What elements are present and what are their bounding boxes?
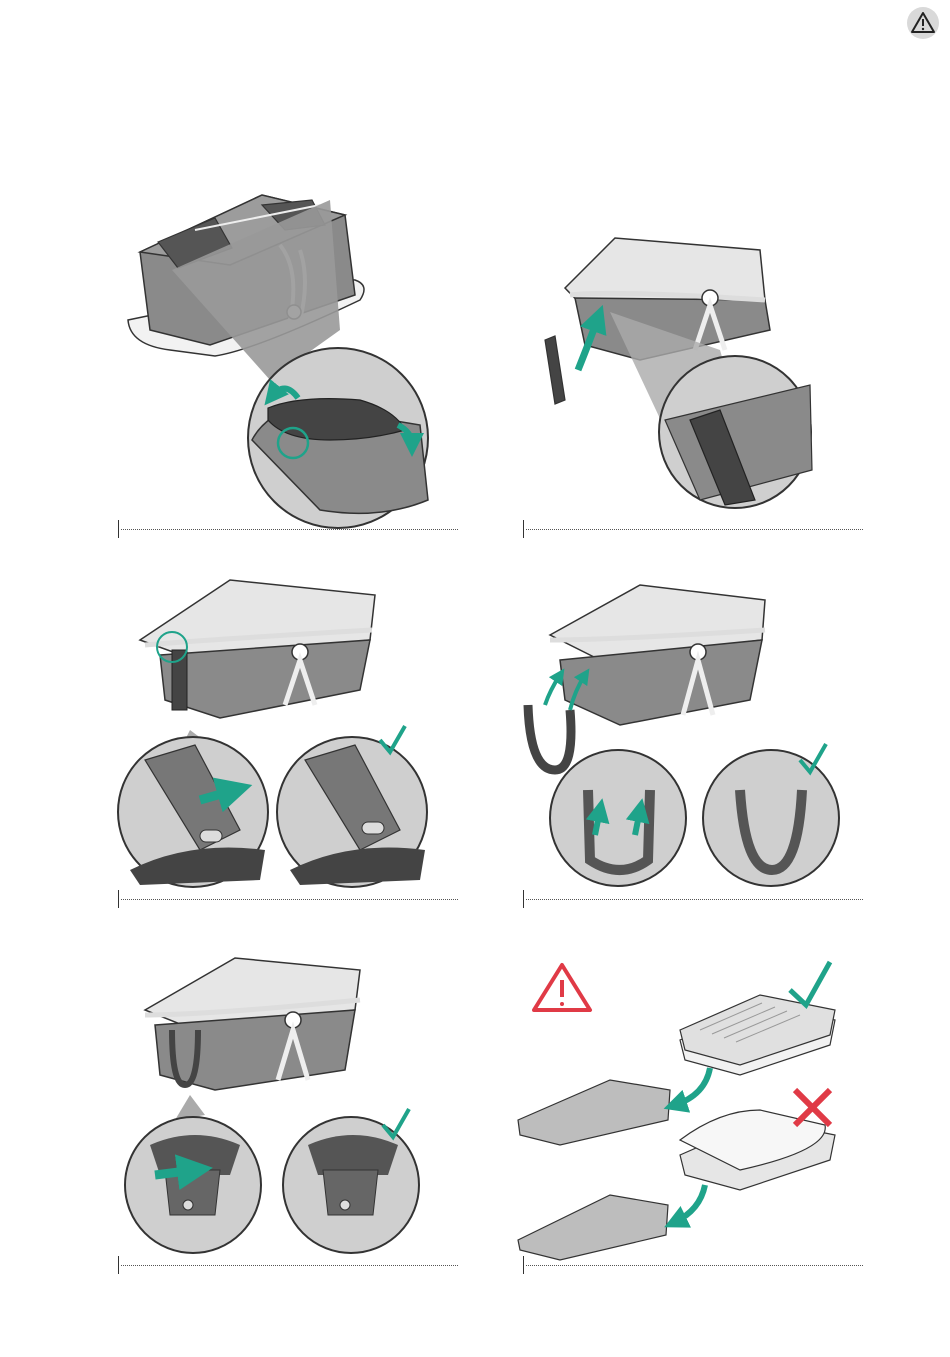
step-2-separator <box>523 520 863 538</box>
checkmark-icon <box>383 1109 409 1137</box>
step-5-illustration <box>125 958 419 1253</box>
step-4-illustration <box>528 585 839 886</box>
step-1-illustration <box>128 195 428 528</box>
step-3-illustration <box>118 580 427 887</box>
warning-triangle-icon <box>534 965 590 1010</box>
step-2-illustration <box>545 238 812 508</box>
mattress-correct <box>680 962 835 1075</box>
checkmark-icon <box>790 962 830 1005</box>
mattress-incorrect <box>680 1090 835 1190</box>
step-6-illustration <box>518 962 835 1260</box>
step-5-separator <box>118 1256 458 1274</box>
step-4-separator <box>523 890 863 908</box>
step-1-separator <box>118 520 458 538</box>
step-3-separator <box>118 890 458 908</box>
step-6-separator <box>523 1256 863 1274</box>
